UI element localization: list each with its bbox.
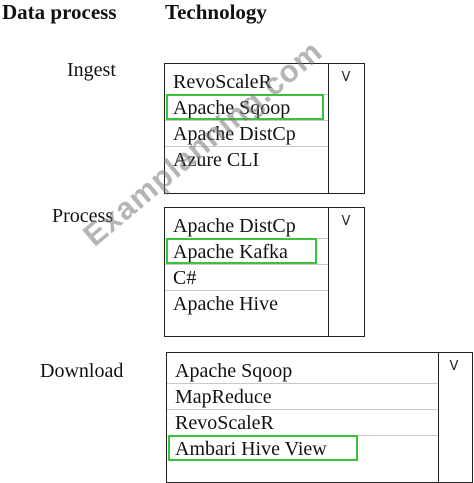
- dropdown-arrow-icon[interactable]: V: [341, 70, 351, 85]
- process-dropdown[interactable]: Apache DistCp Apache Kafka C# Apache Hiv…: [164, 207, 365, 337]
- download-options-list: Apache Sqoop MapReduce RevoScaleR Ambari…: [167, 353, 439, 482]
- process-options-list: Apache DistCp Apache Kafka C# Apache Hiv…: [165, 208, 329, 336]
- ingest-option[interactable]: Azure CLI: [173, 149, 260, 171]
- ingest-option[interactable]: Apache DistCp: [165, 121, 328, 147]
- process-label: Process: [52, 205, 114, 227]
- ingest-option-selected[interactable]: Apache Sqoop: [165, 94, 328, 121]
- data-process-header: Data process: [2, 0, 117, 24]
- ingest-options-list: RevoScaleR Apache Sqoop Apache DistCp Az…: [165, 64, 329, 193]
- process-option[interactable]: C#: [165, 265, 328, 291]
- ingest-option[interactable]: RevoScaleR: [165, 69, 328, 95]
- download-option[interactable]: Apache Sqoop: [167, 358, 438, 384]
- process-option-selected[interactable]: Apache Kafka: [165, 238, 328, 265]
- download-option-selected[interactable]: Ambari Hive View: [167, 435, 438, 462]
- process-option[interactable]: Apache Hive: [173, 293, 278, 315]
- download-dropdown[interactable]: Apache Sqoop MapReduce RevoScaleR Ambari…: [166, 352, 473, 483]
- process-option[interactable]: Apache DistCp: [165, 213, 328, 239]
- ingest-dropdown[interactable]: RevoScaleR Apache Sqoop Apache DistCp Az…: [164, 63, 365, 194]
- download-option[interactable]: RevoScaleR: [167, 410, 438, 436]
- technology-header: Technology: [165, 0, 267, 24]
- dropdown-arrow-icon[interactable]: V: [449, 359, 459, 374]
- download-label: Download: [40, 360, 124, 382]
- dropdown-arrow-icon[interactable]: V: [341, 214, 351, 229]
- ingest-label: Ingest: [67, 59, 116, 81]
- download-option[interactable]: MapReduce: [167, 384, 438, 410]
